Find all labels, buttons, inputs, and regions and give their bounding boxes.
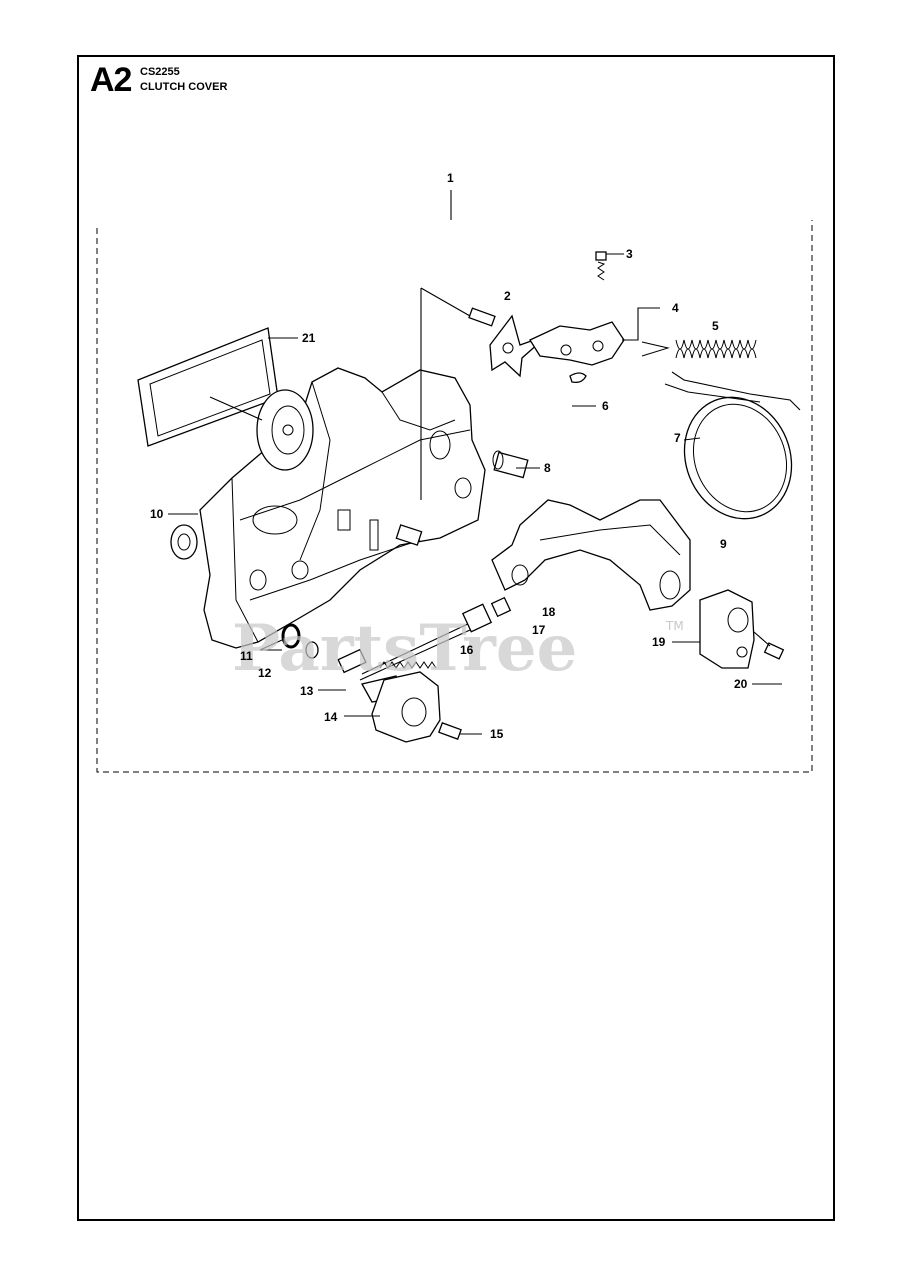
callout-10: 10 bbox=[150, 507, 164, 521]
model-number: CS2255 bbox=[140, 66, 180, 78]
section-code: A2 bbox=[90, 61, 132, 99]
pivot-part-4 bbox=[529, 307, 660, 366]
brake-band-7 bbox=[664, 371, 801, 520]
callout-5: 5 bbox=[712, 319, 719, 333]
screw-3 bbox=[595, 251, 624, 281]
callout-2: 2 bbox=[504, 289, 511, 303]
tensioner-block-19 bbox=[699, 589, 755, 669]
parts-tree-watermark: PartsTree TM bbox=[232, 611, 684, 686]
watermark-tm: TM bbox=[665, 619, 684, 633]
callout-6: 6 bbox=[602, 399, 609, 413]
callout-15: 15 bbox=[490, 727, 504, 741]
callout-3: 3 bbox=[626, 247, 633, 261]
sleeve-8 bbox=[492, 450, 529, 479]
tensioner-screw-16 bbox=[337, 621, 473, 681]
callout-4: 4 bbox=[672, 301, 679, 315]
callout-19: 19 bbox=[652, 635, 666, 649]
page-frame bbox=[77, 55, 835, 1221]
callout-12: 12 bbox=[258, 666, 272, 680]
bushing-10 bbox=[170, 524, 198, 560]
callout-7: 7 bbox=[674, 431, 681, 445]
screw-20 bbox=[753, 631, 785, 660]
callout-18: 18 bbox=[542, 605, 556, 619]
clutch-cover-body bbox=[199, 367, 486, 649]
adjuster-18 bbox=[490, 596, 512, 618]
callout-11: 11 bbox=[240, 649, 253, 663]
nut-17 bbox=[461, 603, 493, 633]
brake-lever-2 bbox=[468, 307, 549, 378]
washer-12 bbox=[305, 641, 319, 659]
screw-15 bbox=[438, 722, 482, 740]
watermark-text: PartsTree bbox=[232, 611, 577, 686]
block-14 bbox=[371, 671, 441, 743]
spring-5 bbox=[641, 339, 757, 359]
callout-14: 14 bbox=[324, 710, 338, 724]
callout-20: 20 bbox=[734, 677, 748, 691]
callout-17: 17 bbox=[532, 623, 546, 637]
callout-13: 13 bbox=[300, 684, 314, 698]
callout-8: 8 bbox=[544, 461, 551, 475]
bracket-9 bbox=[491, 499, 691, 611]
clip-6 bbox=[569, 372, 587, 384]
section-title: CLUTCH COVER bbox=[140, 81, 228, 93]
callouts: 1 2 3 4 5 6 7 8 9 10 11 12 13 14 15 16 1… bbox=[150, 171, 748, 741]
assembly-boundary bbox=[96, 220, 813, 773]
callout-21: 21 bbox=[302, 331, 316, 345]
callout-1: 1 bbox=[447, 171, 454, 185]
o-ring-11 bbox=[281, 623, 301, 649]
callout-16: 16 bbox=[460, 643, 474, 657]
callout-9: 9 bbox=[720, 537, 727, 551]
